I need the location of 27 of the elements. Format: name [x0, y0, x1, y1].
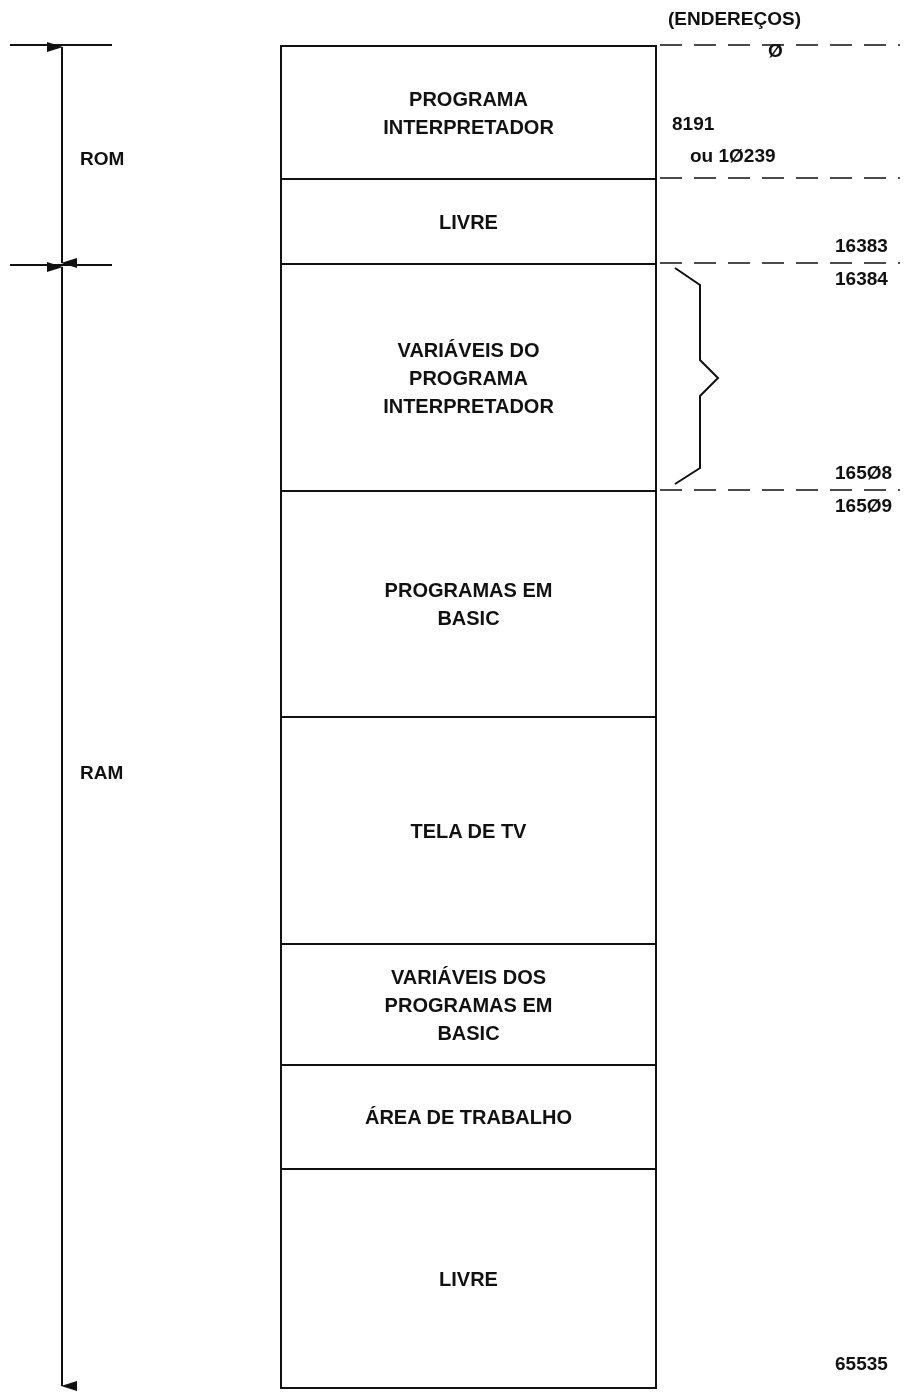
memory-region: [280, 490, 657, 718]
address-label: 16383: [835, 235, 888, 257]
region-label: PROGRAMAS EM BASIC: [383, 578, 554, 631]
address-header: (ENDEREÇOS): [668, 8, 801, 30]
address-label: 65535: [835, 1353, 888, 1375]
region-label: PROGRAMA INTERPRETADOR: [382, 86, 555, 140]
address-label: ou 1Ø239: [690, 145, 776, 167]
address-label: Ø: [768, 40, 783, 62]
address-label: 165Ø9: [835, 495, 893, 517]
memory-region: [280, 943, 657, 1066]
memory-type-label: RAM: [80, 762, 124, 784]
address-label: 8191: [672, 113, 715, 135]
region-label: LIVRE: [439, 1266, 498, 1292]
address-label: 16384: [835, 268, 888, 290]
region-label: VARIÁVEIS DO PROGRAMA INTERPRETADOR: [382, 337, 555, 419]
memory-region: [280, 45, 657, 180]
memory-region: [280, 1168, 657, 1389]
memory-type-label: ROM: [80, 148, 125, 170]
memory-region: [280, 1064, 657, 1170]
memory-region: [280, 716, 657, 945]
region-label: VARIÁVEIS DOS PROGRAMAS EM BASIC: [383, 964, 554, 1046]
address-label: 165Ø8: [835, 462, 893, 484]
region-label: ÁREA DE TRABALHO: [365, 1105, 572, 1130]
memory-region: [280, 263, 657, 492]
region-label: LIVRE: [439, 209, 498, 235]
memory-region: [280, 178, 657, 265]
region-label: TELA DE TV: [410, 818, 527, 844]
